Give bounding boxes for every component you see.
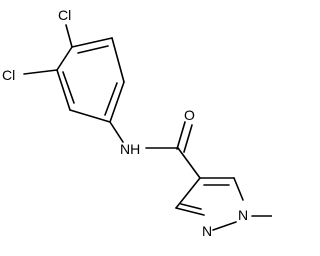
bond: [177, 147, 201, 179]
bond: [109, 81, 125, 123]
bond: [65, 24, 73, 48]
bond: [233, 177, 244, 201]
chemical-structure: Cl Cl NH O N N: [2, 7, 272, 239]
bond: [69, 109, 111, 123]
bond: [23, 69, 58, 75]
bond: [56, 69, 71, 111]
double-bond-inner: [180, 203, 202, 210]
bond: [109, 121, 124, 143]
double-bond-inner: [62, 71, 75, 104]
double-bond-inner: [77, 45, 109, 54]
atom-label-cl: Cl: [2, 67, 15, 83]
bond: [176, 121, 186, 150]
bond: [212, 221, 237, 231]
bond: [56, 46, 73, 71]
bond: [175, 207, 205, 216]
bond: [111, 37, 125, 83]
atom-label-n: N: [238, 207, 248, 223]
bond: [175, 177, 201, 209]
double-bond-inner: [183, 124, 193, 153]
benzene-ring: [56, 37, 125, 123]
pyrazole-ring: [175, 177, 244, 231]
atom-label-o: O: [184, 107, 195, 123]
atom-label-nh: NH: [120, 141, 140, 157]
atom-label-n: N: [202, 223, 212, 239]
bond: [71, 37, 113, 48]
atom-label-cl: Cl: [58, 7, 71, 23]
double-bond-inner: [104, 82, 118, 116]
